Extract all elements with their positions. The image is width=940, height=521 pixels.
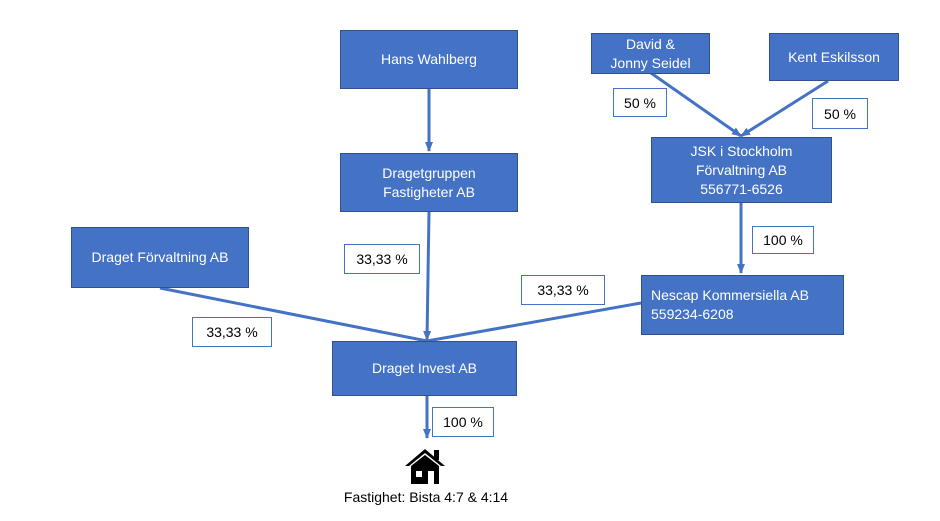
ownership-label-forvaltning-invest: 33,33 % — [192, 317, 272, 347]
node-label: 559234-6208 — [651, 306, 734, 322]
edge-kent-to-jsk — [740, 79, 829, 138]
ownership-label-jsk-nescap: 100 % — [752, 226, 814, 254]
edge-david-to-jsk — [650, 71, 742, 138]
node-label: Jonny Seidel — [610, 54, 691, 71]
node-dragetgruppen: Dragetgruppen Fastigheter AB — [340, 153, 518, 212]
node-label: Hans Wahlberg — [381, 51, 477, 67]
property-label: Fastighet: Bista 4:7 & 4:14 — [343, 489, 509, 505]
node-label: Dragetgruppen — [382, 164, 476, 181]
ownership-label-david-jsk: 50 % — [613, 88, 667, 117]
ownership-label-invest-property: 100 % — [432, 407, 494, 437]
node-label: Draget Invest AB — [371, 360, 478, 376]
node-label: Nescap Kommersiella AB — [651, 287, 809, 303]
node-label: Draget Förvaltning AB — [91, 249, 229, 265]
ownership-label-dragetgruppen-invest: 33,33 % — [344, 244, 420, 274]
edge-dragetgruppen-to-invest — [423, 211, 432, 341]
node-label: David & — [625, 35, 676, 52]
node-label: Kent Eskilsson — [788, 48, 880, 65]
node-jsk-stockholm: JSK i Stockholm Förvaltning AB 556771-65… — [651, 137, 832, 203]
node-nescap-kommersiella: Nescap Kommersiella AB 559234-6208 — [641, 275, 844, 335]
node-david-jonny-seidel: David & Jonny Seidel — [591, 33, 710, 74]
node-label: Förvaltning AB — [695, 161, 788, 178]
ownership-label-nescap-invest: 33,33 % — [521, 275, 605, 305]
node-kent-eskilsson: Kent Eskilsson — [769, 33, 899, 81]
node-draget-invest: Draget Invest AB — [332, 341, 517, 396]
node-hans-wahlberg: Hans Wahlberg — [340, 30, 518, 89]
node-label: Fastigheter AB — [383, 183, 475, 200]
node-label: 556771-6526 — [700, 180, 783, 197]
edge-nescap-to-invest — [426, 301, 642, 343]
node-label: JSK i Stockholm — [690, 142, 793, 159]
edge-forvaltning-to-invest — [159, 286, 428, 343]
ownership-label-kent-jsk: 50 % — [812, 98, 868, 129]
house-icon — [405, 449, 445, 484]
node-draget-forvaltning: Draget Förvaltning AB — [71, 227, 249, 288]
